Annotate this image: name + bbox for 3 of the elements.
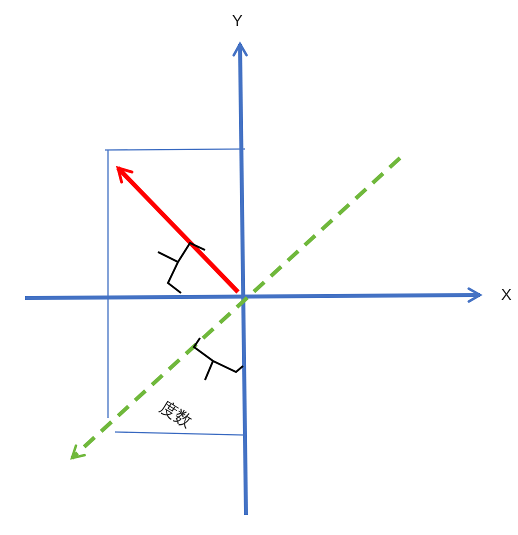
axis-label: X <box>501 288 512 304</box>
angle-label: 度数 <box>157 398 195 430</box>
axis-label: Y <box>232 14 243 30</box>
